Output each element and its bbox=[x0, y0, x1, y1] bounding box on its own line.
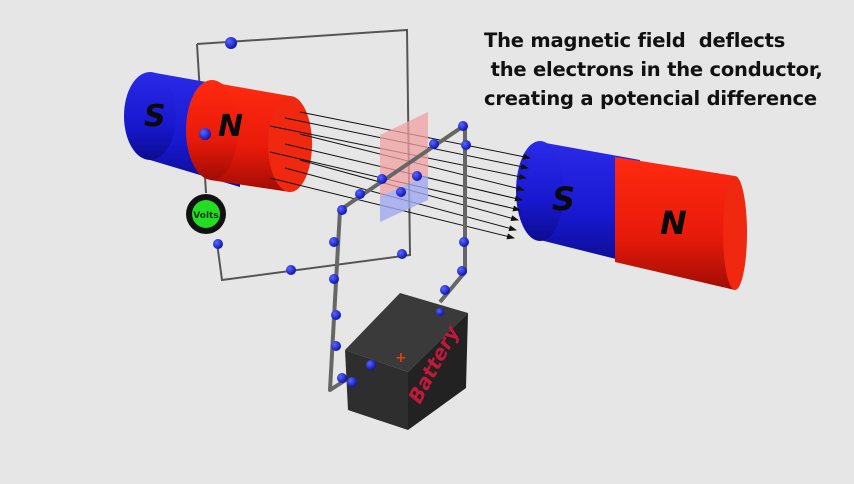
right-magnet-south-label: S bbox=[552, 180, 575, 218]
voltmeter-label: Volts bbox=[193, 211, 218, 221]
left-magnet: S N bbox=[124, 72, 312, 192]
battery: Battery + bbox=[345, 293, 468, 430]
caption-line-3: creating a potencial difference bbox=[484, 87, 817, 110]
right-magnet: S N bbox=[516, 141, 747, 290]
electrons bbox=[199, 37, 471, 387]
caption: The magnetic field deflects the electron… bbox=[484, 26, 823, 113]
left-magnet-south-label: S bbox=[144, 99, 166, 134]
caption-line-2: the electrons in the conductor, bbox=[484, 58, 823, 81]
right-magnet-north-label: N bbox=[660, 204, 687, 242]
caption-line-1: The magnetic field deflects bbox=[484, 29, 786, 52]
voltmeter: Volts bbox=[186, 194, 226, 234]
left-magnet-north-label: N bbox=[218, 109, 243, 144]
battery-plus-terminal: + bbox=[395, 350, 407, 366]
battery-circuit-wire bbox=[328, 123, 467, 392]
